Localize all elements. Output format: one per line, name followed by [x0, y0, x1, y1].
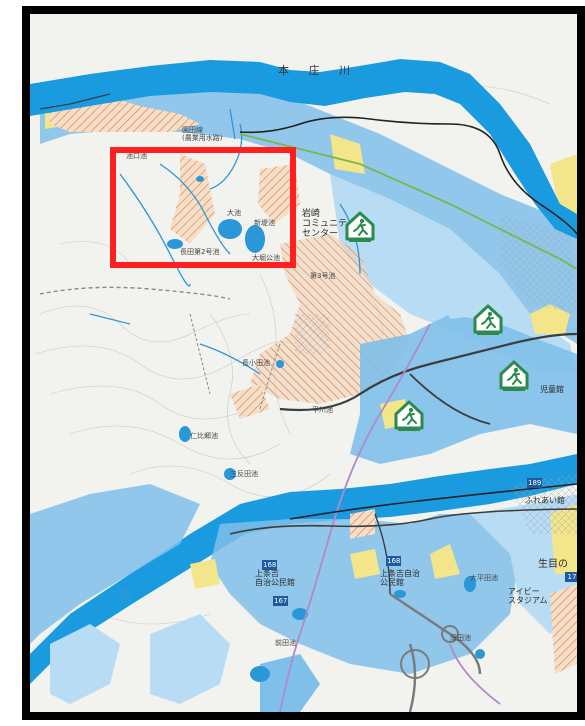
route-badge: 168: [386, 556, 402, 566]
fureai-label: ふれあい館: [525, 496, 565, 505]
jichi-kaikan2-label: 上条吉自治 公民館: [380, 569, 420, 587]
community-center-label: 岩崎 コミュニティ センター: [302, 209, 356, 239]
pond-label-13: 深田池: [450, 634, 471, 642]
evacuation-shelter-icon[interactable]: [499, 360, 529, 392]
stadium-label: アイビー スタジアム: [508, 587, 548, 605]
jidoukan-label: 児童館: [540, 385, 564, 394]
pond-label-9: 三反田池: [230, 470, 258, 478]
pond-label-1: 池口池: [126, 152, 147, 160]
pond-label-10: 平川池: [312, 406, 333, 414]
pond-label-7: 長小田池: [242, 359, 270, 367]
evacuation-shelter-icon[interactable]: [473, 304, 503, 336]
embankment-line: [239, 116, 577, 235]
pond-label-5: 長田第2号池: [180, 248, 220, 256]
river-honjo: [30, 59, 577, 239]
pond-label-12: 大平田池: [470, 574, 498, 582]
river-label: 本 庄 川: [278, 64, 358, 77]
ikime-label: 生目の: [538, 559, 568, 570]
pond-label-8: 仁比郷池: [190, 432, 218, 440]
evacuation-shelter-icon[interactable]: [394, 400, 424, 432]
interchange: [400, 625, 459, 679]
pond-label-4: 大堀公池: [252, 254, 280, 262]
pond-label-11: 前田池: [275, 639, 296, 647]
flood-zone-south: [30, 484, 200, 644]
jichi-kaikan-label: 上条吉 自治公民館: [255, 569, 295, 587]
hazard-map[interactable]: [30, 14, 577, 712]
route-badge: 168: [262, 560, 278, 570]
route-badge: 167: [273, 596, 289, 606]
evacuation-shelter-icon[interactable]: [345, 211, 375, 243]
pond-label-6: 第3号池: [310, 272, 336, 280]
river-main: [30, 454, 577, 684]
highlight-rectangle: [110, 147, 296, 268]
route-badge: 189: [527, 478, 543, 488]
station-label: 園田線 (農業用水路): [182, 126, 223, 142]
ponds: [119, 176, 485, 682]
map-frame: 本 庄 川 園田線 (農業用水路) 岩崎 コミュニティ センター 池口池 大池 …: [22, 6, 585, 720]
pond-label-3: 新堤池: [254, 219, 275, 227]
pond-label-2: 大池: [227, 209, 241, 217]
route-badge: 17: [565, 572, 577, 582]
